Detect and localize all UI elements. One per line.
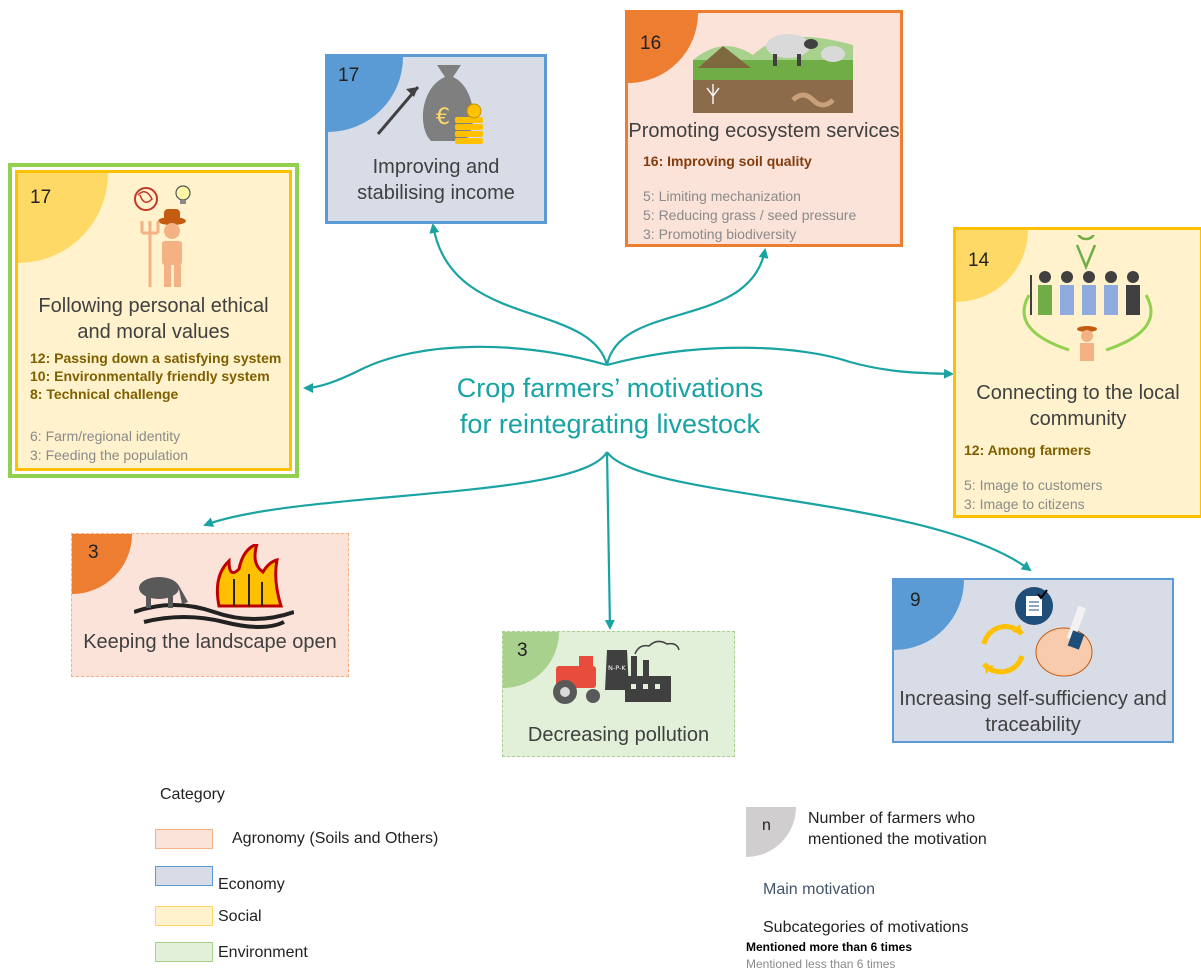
- main-subcategories: 12: Passing down a satisfying system 10:…: [30, 349, 281, 403]
- main-subcategory: 12: Among farmers: [964, 442, 1092, 458]
- minor-subcategories: 5: Image to customers 3: Image to citize…: [964, 476, 1103, 514]
- count-badge: 3: [72, 534, 132, 594]
- main-subcategory: 16: Improving soil quality: [643, 153, 812, 169]
- box-title-line: Increasing self-sufficiency and: [899, 688, 1167, 710]
- center-title-line-1: Crop farmers’ motivations: [456, 373, 764, 403]
- minor-subcategory: 3: Feeding the population: [30, 447, 189, 463]
- box-title-line: Following personal ethical: [38, 295, 269, 317]
- community-farmers-icon: [1022, 235, 1153, 361]
- minor-subcategories: 5: Limiting mechanization 5: Reducing gr…: [643, 187, 856, 244]
- box-title-line: Improving and: [372, 156, 500, 178]
- box-title-line: Decreasing pollution: [527, 724, 710, 746]
- minor-subcategory: 5: Limiting mechanization: [643, 188, 801, 204]
- count-number: 3: [517, 640, 528, 661]
- svg-text:€: €: [436, 105, 450, 130]
- box-landscape-open: 3 Keeping the landscape open: [71, 533, 349, 677]
- count-number: 16: [640, 33, 662, 54]
- legend-swatch-social: [155, 906, 213, 926]
- npk-bag-label: N-P-K: [608, 664, 626, 672]
- tractor-factory-icon: N-P-K: [553, 640, 680, 704]
- legend-count-symbol: n: [762, 817, 771, 834]
- box-title-line: and moral values: [77, 321, 230, 343]
- legend-subcategories: Subcategories of motivations: [763, 919, 969, 936]
- arrow-to-pollution: [604, 451, 615, 630]
- legend-label-agronomy: Agronomy (Soils and Others): [232, 830, 439, 847]
- legend-label-economy: Economy: [218, 876, 285, 893]
- legend-count-description: Number of farmers who mentioned the moti…: [808, 808, 987, 850]
- main-subcategory: 10: Environmentally friendly system: [30, 368, 270, 384]
- box-title-line: Promoting ecosystem services: [628, 120, 900, 142]
- box-title-line: stabilising income: [357, 182, 515, 204]
- box-title: Following personal ethical and moral val…: [18, 293, 289, 345]
- box-title-line: traceability: [985, 714, 1081, 736]
- arrow-to-ecosystem: [605, 248, 769, 366]
- count-number: 17: [338, 65, 360, 86]
- arrow-to-selfsuff: [606, 451, 1032, 572]
- box-decreasing-pollution: 3 N-P-K Decreasing pollution: [502, 631, 735, 757]
- box-title: Decreasing pollution: [503, 722, 734, 748]
- center-title-line-2: for reintegrating livestock: [459, 409, 761, 440]
- legend-main-motivation: Main motivation: [763, 881, 876, 898]
- farmer-idea-icon: [134, 185, 191, 287]
- legend-label-social: Social: [218, 908, 262, 925]
- main-subcategory: 12: Passing down a satisfying system: [30, 350, 282, 366]
- box-ethical-values: 17 Following personal ethical and moral …: [8, 163, 299, 478]
- legend-count-line: Number of farmers who: [808, 810, 976, 827]
- count-number: 14: [968, 250, 990, 271]
- box-title: Keeping the landscape open: [72, 629, 348, 655]
- money-bag-icon: €: [376, 65, 483, 144]
- main-subcategory: 8: Technical challenge: [30, 386, 179, 402]
- count-number: 9: [910, 590, 921, 611]
- count-number: 17: [30, 187, 52, 208]
- minor-subcategory: 5: Reducing grass / seed pressure: [643, 207, 857, 223]
- grazing-fire-icon: [134, 544, 294, 629]
- box-title: Promoting ecosystem services: [628, 118, 900, 144]
- legend-more-than: Mentioned more than 6 times: [746, 940, 913, 954]
- center-title: Crop farmers’ motivations for reintegrat…: [400, 370, 820, 443]
- legend-heading: Category: [160, 786, 225, 803]
- count-number: 3: [88, 542, 99, 563]
- minor-subcategory: 3: Image to citizens: [964, 496, 1085, 512]
- minor-subcategories: 6: Farm/regional identity 3: Feeding the…: [30, 427, 188, 465]
- arrow-to-income: [429, 223, 609, 366]
- minor-subcategory: 5: Image to customers: [964, 477, 1103, 493]
- box-income: 17 € Improving and stabilising income: [325, 54, 547, 224]
- cycle-ham-icon: [981, 587, 1093, 677]
- box-title-line: Connecting to the local: [976, 382, 1180, 404]
- main-subcategories: 12: Among farmers: [964, 442, 1091, 458]
- arrow-to-community: [606, 346, 954, 379]
- count-badge: 3: [503, 632, 559, 688]
- arrow-to-landscape: [203, 451, 608, 527]
- box-self-sufficiency: 9 Increasing self-sufficiency and tracea…: [892, 578, 1174, 743]
- count-badge: 9: [894, 580, 964, 650]
- box-title-line: community: [1029, 408, 1127, 430]
- box-ecosystem-services: 16 Promoting ecosystem services 16: Impr…: [625, 10, 903, 247]
- legend-swatch-agronomy: [155, 829, 213, 849]
- soil-ecosystem-icon: [693, 34, 853, 113]
- minor-subcategory: 6: Farm/regional identity: [30, 428, 181, 444]
- arrow-to-ethics: [303, 345, 608, 393]
- legend-less-than: Mentioned less than 6 times: [746, 957, 896, 971]
- count-badge: 16: [628, 13, 698, 83]
- legend-swatch-environment: [155, 942, 213, 962]
- count-badge: 17: [18, 173, 108, 263]
- box-title: Connecting to the local community: [956, 380, 1200, 432]
- legend-count-line: mentioned the motivation: [808, 831, 987, 848]
- box-title-line: Keeping the landscape open: [83, 631, 337, 653]
- box-local-community: 14 Connecting to the local community 12:…: [953, 227, 1201, 518]
- box-title: Improving and stabilising income: [328, 154, 544, 206]
- legend-swatch-economy: [155, 866, 213, 886]
- main-subcategories: 16: Improving soil quality: [643, 153, 812, 169]
- minor-subcategory: 3: Promoting biodiversity: [643, 226, 797, 242]
- box-title: Increasing self-sufficiency and traceabi…: [894, 686, 1172, 738]
- legend-label-environment: Environment: [218, 944, 308, 961]
